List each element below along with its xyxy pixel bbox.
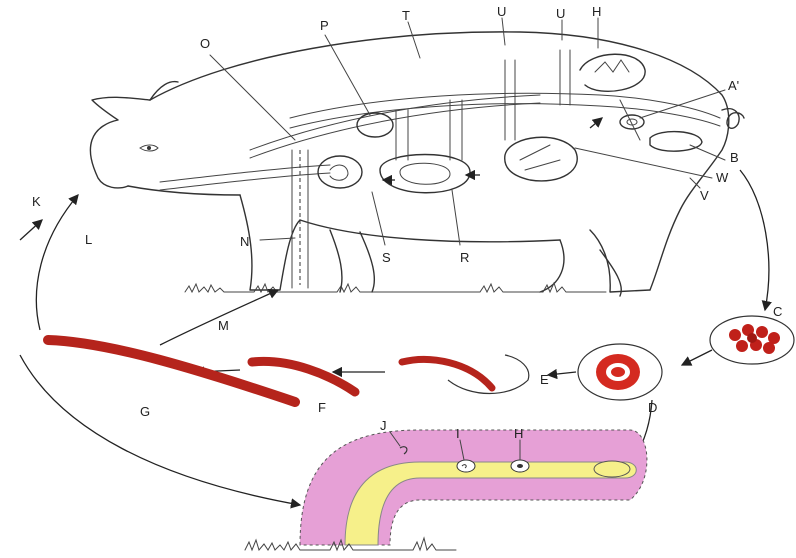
intestine-section <box>300 430 647 545</box>
label-r: R <box>460 250 469 265</box>
larva-f <box>252 361 355 392</box>
labels: O P T U U H A' B W V K L N S R M C D E F… <box>32 4 782 441</box>
label-s: S <box>382 250 391 265</box>
label-l: L <box>85 232 92 247</box>
arrow-left-to-intestine <box>20 355 300 505</box>
label-k: K <box>32 194 41 209</box>
arrow-k <box>20 220 42 240</box>
label-c: C <box>773 304 782 319</box>
label-j: J <box>380 418 387 433</box>
arrow-d-to-e <box>548 372 576 375</box>
arrow-left-loop <box>36 195 78 330</box>
label-m: M <box>218 318 229 333</box>
label-u-1: U <box>497 4 506 19</box>
label-e: E <box>540 372 549 387</box>
embryonated-egg <box>578 344 662 400</box>
label-h-top: H <box>592 4 601 19</box>
label-i: I <box>456 426 460 441</box>
label-n: N <box>240 234 249 249</box>
adult-worm-g <box>48 340 295 402</box>
label-t: T <box>402 8 410 23</box>
label-g: G <box>140 404 150 419</box>
hatching-larva <box>402 355 529 394</box>
label-o: O <box>200 36 210 51</box>
label-a-prime: A' <box>728 78 739 93</box>
label-w: W <box>716 170 729 185</box>
internal-vessels <box>160 50 720 288</box>
egg-cluster <box>710 316 794 364</box>
label-v: V <box>700 188 709 203</box>
label-f: F <box>318 400 326 415</box>
arrow-c-to-d <box>682 350 712 365</box>
label-b: B <box>730 150 739 165</box>
label-h: H <box>514 426 523 441</box>
label-d: D <box>648 400 657 415</box>
label-u-2: U <box>556 6 565 21</box>
label-p: P <box>320 18 329 33</box>
arrow-b-to-c <box>740 170 769 310</box>
